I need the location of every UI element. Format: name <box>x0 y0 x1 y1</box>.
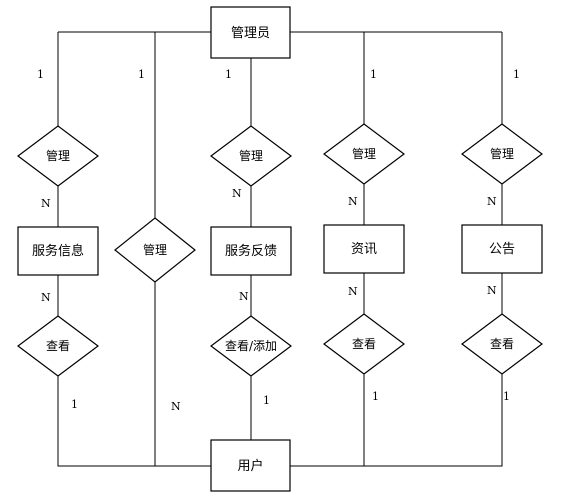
cardinality-service-info-from-manage: N <box>41 197 51 210</box>
cardinality-user-service-info: 1 <box>71 398 78 411</box>
cardinality-admin-service-info: 1 <box>37 68 44 81</box>
cardinality-feedback-to-view: N <box>239 290 249 303</box>
relation-manage-user-label: 管理 <box>143 242 167 257</box>
cardinality-user-notice: 1 <box>503 390 510 403</box>
cardinality-labels: 1 1 1 1 1 N N N N N N N N 1 N 1 1 1 <box>37 68 520 413</box>
relation-manage-notice: 管理 <box>461 123 543 185</box>
cardinality-admin-feedback: 1 <box>225 68 232 81</box>
entity-feedback: 服务反馈 <box>210 226 292 276</box>
relation-manage-notice-label: 管理 <box>490 146 514 161</box>
entity-admin-label: 管理员 <box>231 26 270 41</box>
relation-manage-news-label: 管理 <box>352 146 376 161</box>
entity-feedback-label: 服务反馈 <box>225 243 277 259</box>
line-view-user-left <box>57 376 211 467</box>
relation-manage-service-info-label: 管理 <box>46 148 70 163</box>
entity-notice-label: 公告 <box>489 242 515 257</box>
entity-user: 用户 <box>210 439 291 492</box>
entity-notice: 公告 <box>461 224 543 274</box>
entity-news: 资讯 <box>323 224 405 274</box>
cardinality-feedback-from-manage: N <box>232 187 242 200</box>
cardinality-notice-to-view: N <box>487 284 497 297</box>
cardinality-admin-user: 1 <box>138 68 145 81</box>
relation-view-add-feedback: 查看/添加 <box>210 315 292 377</box>
relation-view-news: 查看 <box>323 313 405 375</box>
connector-lines <box>57 31 503 467</box>
cardinality-admin-notice: 1 <box>513 68 520 81</box>
entity-news-label: 资讯 <box>351 242 377 257</box>
relation-view-notice: 查看 <box>461 313 543 375</box>
cardinality-user-admin: N <box>171 400 181 413</box>
relation-view-news-label: 查看 <box>352 337 376 351</box>
cardinality-user-news: 1 <box>372 390 379 403</box>
relation-view-add-feedback-label: 查看/添加 <box>225 339 277 353</box>
entity-service-info-label: 服务信息 <box>32 243 84 259</box>
cardinality-news-from-manage: N <box>348 195 358 208</box>
line-view-notice-user <box>290 374 503 467</box>
relation-manage-feedback: 管理 <box>210 125 292 187</box>
relation-view-service-info-label: 查看 <box>46 339 70 353</box>
entity-user-label: 用户 <box>237 458 263 474</box>
cardinality-admin-news: 1 <box>370 68 377 81</box>
entity-service-info: 服务信息 <box>17 226 99 276</box>
cardinality-service-info-to-view: N <box>41 291 51 304</box>
relation-view-service-info: 查看 <box>17 315 99 377</box>
cardinality-notice-from-manage: N <box>487 195 497 208</box>
relation-manage-news: 管理 <box>323 123 405 185</box>
relation-manage-feedback-label: 管理 <box>239 148 263 163</box>
relation-manage-user: 管理 <box>114 217 196 283</box>
relation-view-notice-label: 查看 <box>490 337 514 351</box>
entity-admin: 管理员 <box>210 6 291 59</box>
cardinality-user-feedback: 1 <box>263 394 270 407</box>
relation-manage-service-info: 管理 <box>17 125 99 187</box>
cardinality-news-to-view: N <box>348 285 358 298</box>
